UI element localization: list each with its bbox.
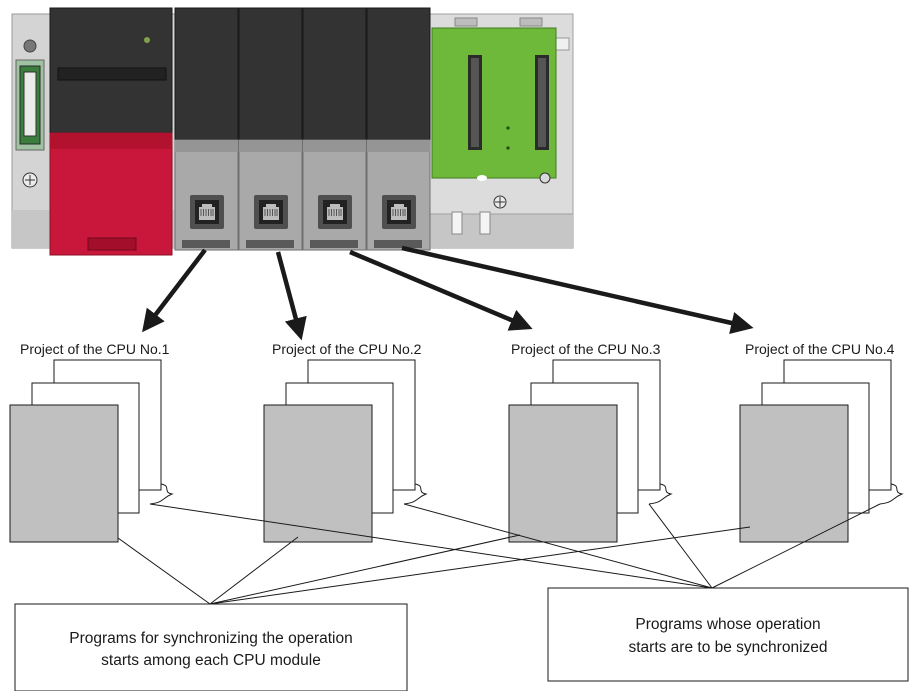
project-label-cpu2: Project of the CPU No.2 — [272, 341, 422, 357]
program-stack-cpu2 — [263, 359, 428, 543]
ethernet-port-icon — [381, 194, 417, 230]
callout-sync-programs: Programs for synchronizing the operation… — [14, 603, 408, 691]
cpu-module-4 — [366, 7, 431, 251]
empty-slot-board — [431, 27, 557, 209]
project-label-cpu1: Project of the CPU No.1 — [20, 341, 170, 357]
plc-system — [11, 7, 574, 256]
program-sheet-cpu2 — [263, 404, 373, 543]
callout-sync-line2: starts among each CPU module — [101, 652, 321, 669]
program-sheet-cpu4 — [739, 404, 849, 543]
ethernet-port-icon — [253, 194, 289, 230]
program-sheet-cpu3 — [508, 404, 618, 543]
callout-synchronized-programs: Programs whose operation starts are to b… — [547, 587, 909, 682]
program-stack-cpu3 — [508, 359, 673, 543]
callout-synced-line2: starts are to be synchronized — [628, 639, 827, 656]
callout-synced-line1: Programs whose operation — [635, 616, 820, 633]
callout-sync-line1: Programs for synchronizing the operation — [69, 630, 352, 647]
power-led — [144, 37, 150, 43]
cpu-module-1 — [174, 7, 239, 251]
program-stack-cpu4 — [739, 359, 904, 543]
cable-connector-icon — [23, 71, 37, 137]
screw-icon — [22, 172, 38, 188]
program-sheet-cpu1 — [9, 404, 119, 543]
program-stack-cpu1 — [9, 359, 174, 543]
connection-arrows — [142, 245, 754, 341]
callout-lines — [117, 503, 881, 605]
ethernet-port-icon — [317, 194, 353, 230]
project-label-cpu3: Project of the CPU No.3 — [511, 341, 661, 357]
power-supply-module — [49, 7, 173, 256]
cpu-module-3 — [302, 7, 367, 251]
cpu-module-2 — [238, 7, 303, 251]
ethernet-port-icon — [189, 194, 225, 230]
project-label-cpu4: Project of the CPU No.4 — [745, 341, 895, 357]
